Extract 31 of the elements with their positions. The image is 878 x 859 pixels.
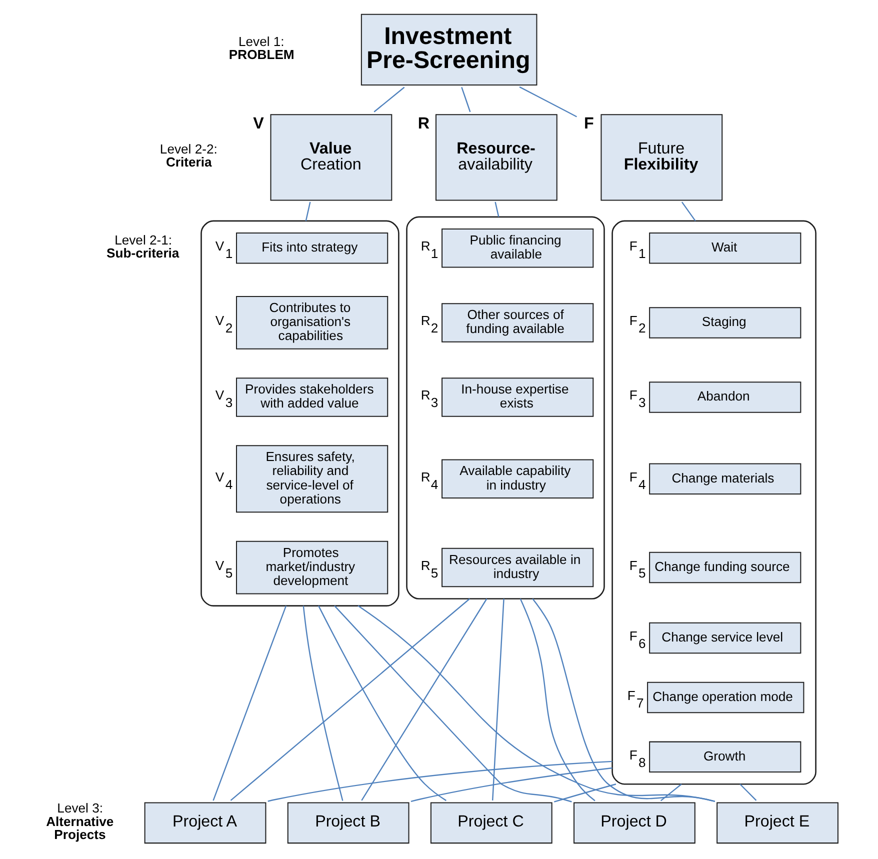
connector (212, 606, 287, 801)
connector (268, 760, 612, 802)
connector (334, 605, 572, 802)
label: Level 3: Alternative Projects (46, 800, 114, 842)
connector (660, 784, 682, 802)
label: Level 2-2: Criteria (160, 141, 218, 170)
connector (358, 605, 716, 802)
connector (374, 86, 405, 112)
connector (461, 87, 471, 112)
connector (318, 606, 446, 802)
connector (681, 202, 696, 222)
connector (305, 202, 311, 222)
connector (740, 784, 757, 801)
connector (492, 598, 504, 800)
connector (410, 767, 612, 802)
connector (554, 784, 616, 802)
node-label: V (253, 114, 264, 133)
connector (519, 86, 577, 118)
connector (302, 606, 344, 801)
connector (520, 598, 596, 802)
node-label: F (584, 114, 594, 133)
cluster (612, 220, 816, 785)
connector (361, 598, 488, 801)
connector (230, 598, 470, 801)
node-label: R (418, 114, 430, 133)
label: Level 1: PROBLEM (228, 34, 294, 62)
connector (532, 598, 715, 802)
connector (494, 202, 500, 218)
cluster (200, 220, 400, 606)
cluster (406, 216, 605, 600)
label: Level 2-1: Sub-criteria (106, 232, 180, 261)
